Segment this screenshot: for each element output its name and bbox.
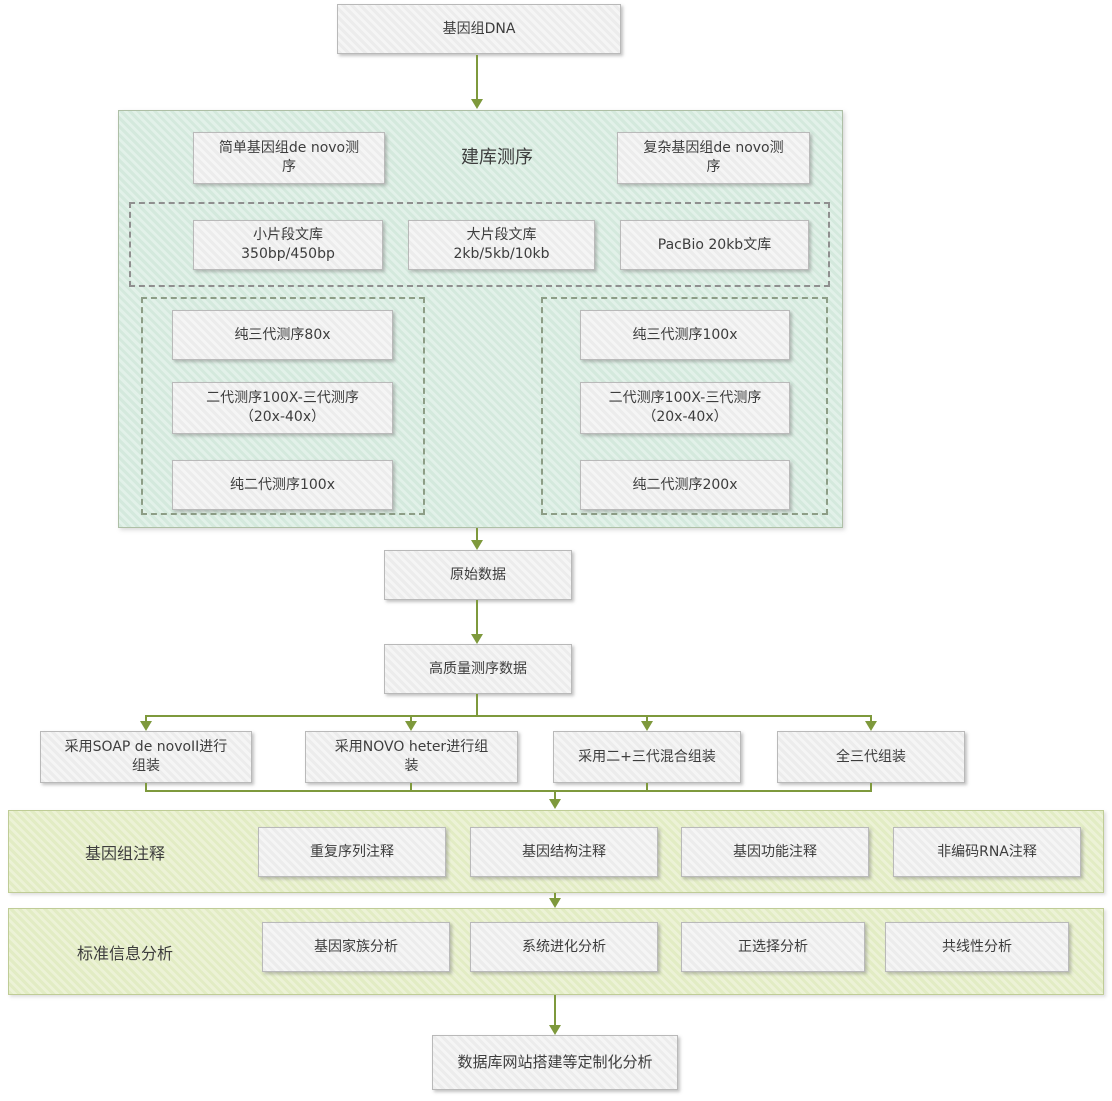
connector-line xyxy=(554,995,556,1026)
connector-line xyxy=(554,893,556,899)
arrow-down-icon xyxy=(405,721,417,731)
arrow-down-icon xyxy=(471,634,483,644)
complex-strategy-dashed-group xyxy=(541,297,828,515)
node-assembly-hybrid: 采用二+三代混合组装 xyxy=(553,731,741,783)
arrow-down-icon xyxy=(549,799,561,809)
connector-line xyxy=(476,55,478,99)
connector-line xyxy=(476,528,478,541)
analysis-band-title: 标准信息分析 xyxy=(76,943,173,963)
node-gene-function-annotation: 基因功能注释 xyxy=(681,827,869,877)
connector-line xyxy=(476,600,478,635)
node-collinearity-analysis: 共线性分析 xyxy=(885,922,1069,972)
node-simple-strategy-3: 纯二代测序100x xyxy=(172,460,393,510)
node-clean-data: 高质量测序数据 xyxy=(384,644,572,694)
connector-line xyxy=(476,694,478,717)
connector-line xyxy=(145,715,872,717)
connector-line xyxy=(870,783,872,792)
node-gene-family-analysis: 基因家族分析 xyxy=(262,922,450,972)
arrow-down-icon xyxy=(865,721,877,731)
arrow-down-icon xyxy=(471,99,483,109)
node-assembly-soap: 采用SOAP de novoII进行 组装 xyxy=(40,731,252,783)
connector-line xyxy=(870,715,872,722)
node-positive-selection-analysis: 正选择分析 xyxy=(681,922,865,972)
node-simple-strategy-1: 纯三代测序80x xyxy=(172,310,393,360)
node-raw-data: 原始数据 xyxy=(384,550,572,600)
connector-line xyxy=(145,715,147,722)
node-complex-strategy-3: 纯二代测序200x xyxy=(580,460,790,510)
simple-strategy-dashed-group xyxy=(141,297,425,515)
node-gene-structure-annotation: 基因结构注释 xyxy=(470,827,658,877)
connector-line xyxy=(145,790,872,792)
library-section-title: 建库测序 xyxy=(461,147,533,168)
node-assembly-novo-heter: 采用NOVO heter进行组 装 xyxy=(305,731,518,783)
node-repeat-annotation: 重复序列注释 xyxy=(258,827,446,877)
node-complex-strategy-2: 二代测序100X-三代测序 （20x-40x） xyxy=(580,382,790,434)
connector-line xyxy=(554,790,556,800)
arrow-down-icon xyxy=(471,540,483,550)
node-simple-genome: 简单基因组de novo测 序 xyxy=(193,132,385,184)
annotation-band-title: 基因组注释 xyxy=(84,843,165,863)
node-simple-strategy-2: 二代测序100X-三代测序 （20x-40x） xyxy=(172,382,393,434)
node-pacbio-library: PacBio 20kb文库 xyxy=(620,220,809,270)
node-complex-genome: 复杂基因组de novo测 序 xyxy=(617,132,810,184)
connector-line xyxy=(410,783,412,792)
node-large-insert-library: 大片段文库 2kb/5kb/10kb xyxy=(408,220,595,270)
arrow-down-icon xyxy=(140,721,152,731)
node-assembly-pure-third: 全三代组装 xyxy=(777,731,965,783)
arrow-down-icon xyxy=(549,1025,561,1035)
node-phylogenetic-analysis: 系统进化分析 xyxy=(470,922,658,972)
node-genome-dna: 基因组DNA xyxy=(337,4,621,54)
arrow-down-icon xyxy=(641,721,653,731)
connector-line xyxy=(646,715,648,722)
arrow-down-icon xyxy=(549,898,561,908)
node-ncrna-annotation: 非编码RNA注释 xyxy=(893,827,1081,877)
node-small-insert-library: 小片段文库 350bp/450bp xyxy=(193,220,383,270)
node-complex-strategy-1: 纯三代测序100x xyxy=(580,310,790,360)
node-custom-analysis: 数据库网站搭建等定制化分析 xyxy=(432,1035,678,1090)
library-dashed-group xyxy=(129,202,830,287)
connector-line xyxy=(410,715,412,722)
connector-line xyxy=(646,783,648,792)
connector-line xyxy=(145,783,147,792)
